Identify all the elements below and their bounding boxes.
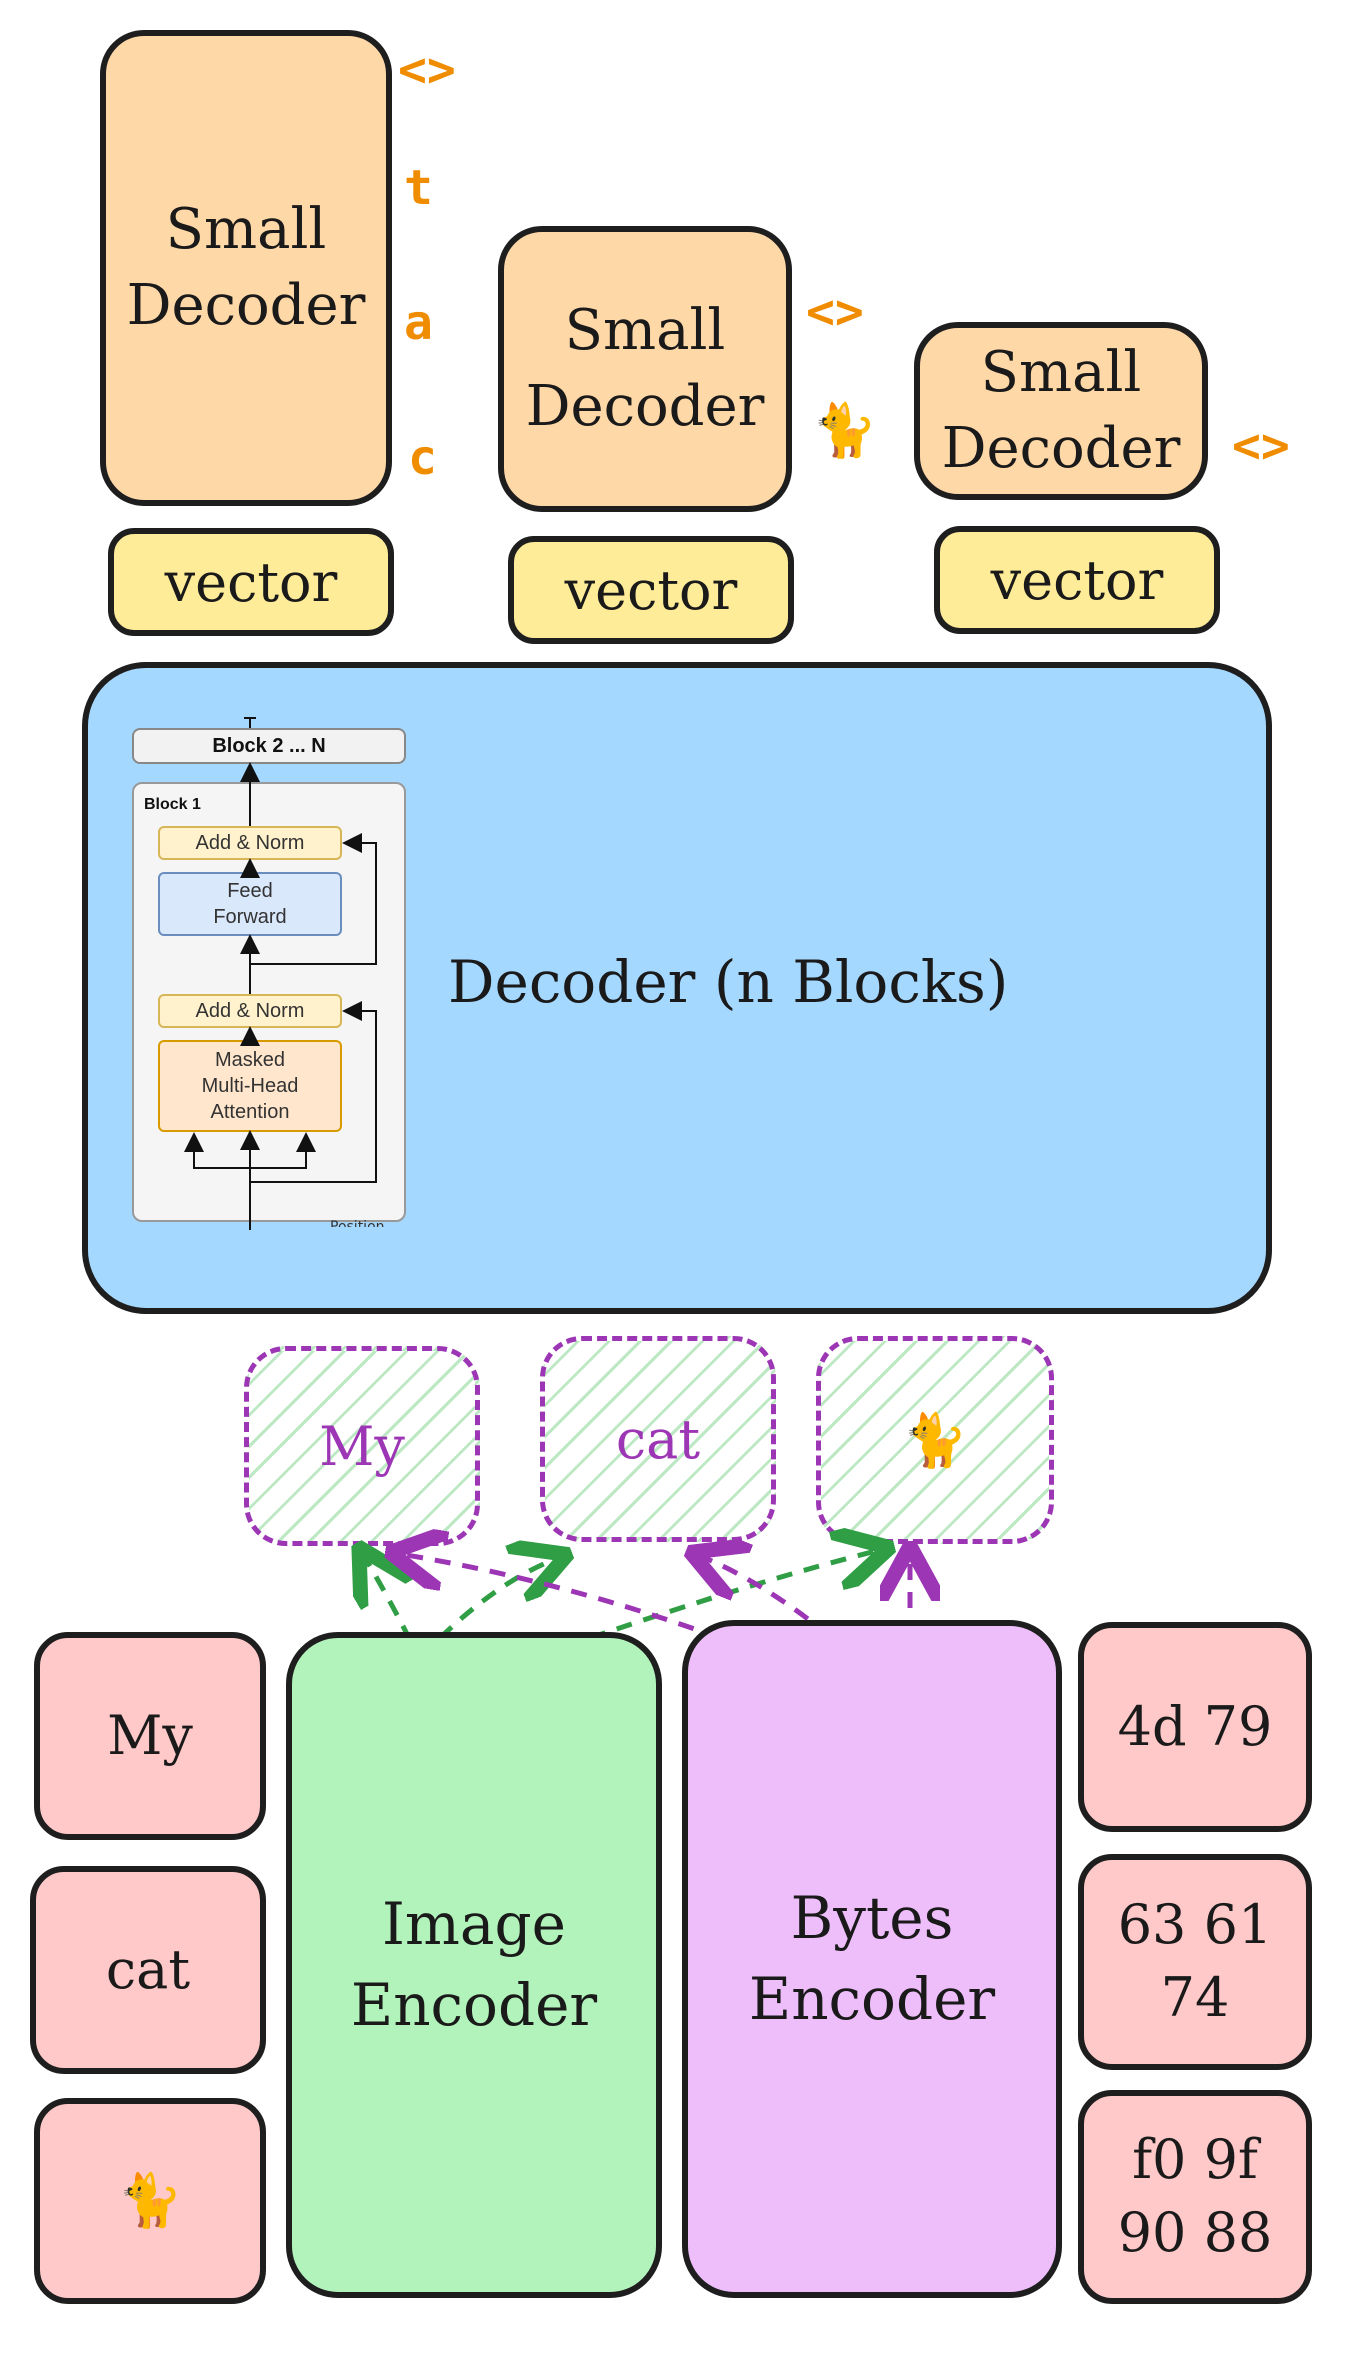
output-char: <>: [398, 42, 456, 98]
vector-3: vector: [934, 526, 1220, 634]
bytes-label: f0 9f 90 88: [1117, 2128, 1273, 2264]
input-text-cat: cat: [30, 1866, 266, 2074]
small-decoder-3-label: Small Decoder: [941, 340, 1181, 481]
bytes-encoder: Bytes Encoder: [682, 1620, 1062, 2298]
output-char: c: [408, 430, 437, 486]
decoder-label: Decoder (n Blocks): [448, 948, 1009, 1016]
block-1-label: Block 1: [144, 796, 201, 813]
vector-1: vector: [108, 528, 394, 636]
image-encoder-label: Image Encoder: [350, 1889, 598, 2039]
vector-label: vector: [564, 558, 738, 622]
input-label: My: [107, 1703, 193, 1767]
small-decoder-3: Small Decoder: [914, 322, 1208, 500]
feed-forward-label: Feed Forward: [213, 880, 287, 928]
bytes-cat: 63 61 74: [1078, 1854, 1312, 2070]
token-cat-emoji: 🐈: [816, 1336, 1054, 1544]
bytes-my: 4d 79: [1078, 1622, 1312, 1832]
transformer-arrows: [184, 717, 377, 1230]
small-decoder-1-label: Small Decoder: [126, 197, 366, 338]
output-char: <>: [806, 284, 864, 340]
small-decoder-1: Small Decoder: [100, 30, 392, 506]
token-my: My: [244, 1346, 480, 1546]
output-char: a: [404, 295, 433, 351]
bytes-cat-emoji: f0 9f 90 88: [1078, 2090, 1312, 2304]
token-label: My: [319, 1414, 405, 1478]
small-decoder-2-label: Small Decoder: [525, 298, 765, 439]
attention-label: Masked Multi-Head Attention: [201, 1049, 299, 1123]
vector-label: vector: [990, 548, 1164, 612]
token-label: cat: [615, 1407, 701, 1471]
small-decoder-2: Small Decoder: [498, 226, 792, 512]
cat-emoji-icon: 🐈: [812, 401, 877, 461]
input-text-my: My: [34, 1632, 266, 1840]
cat-emoji-icon: 🐈: [902, 1410, 968, 1471]
bytes-encoder-label: Bytes Encoder: [748, 1883, 996, 2033]
bytes-label: 63 61 74: [1117, 1893, 1273, 2029]
vector-label: vector: [164, 550, 338, 614]
masked-multi-head-attention: Masked Multi-Head Attention: [158, 1040, 342, 1132]
image-encoder: Image Encoder: [286, 1632, 662, 2298]
add-norm-top: Add & Norm: [158, 826, 342, 860]
cat-emoji-icon: 🐈: [117, 2170, 183, 2231]
input-image-cat: 🐈: [34, 2098, 266, 2304]
vector-2: vector: [508, 536, 794, 644]
output-char: t: [404, 160, 433, 216]
input-label: cat: [105, 1937, 191, 2001]
bytes-label: 4d 79: [1117, 1694, 1273, 1758]
output-char: <>: [1232, 418, 1290, 474]
block-2-n: Block 2 ... N: [132, 728, 406, 764]
token-cat: cat: [540, 1336, 776, 1542]
position-label: Position: [330, 1219, 385, 1227]
